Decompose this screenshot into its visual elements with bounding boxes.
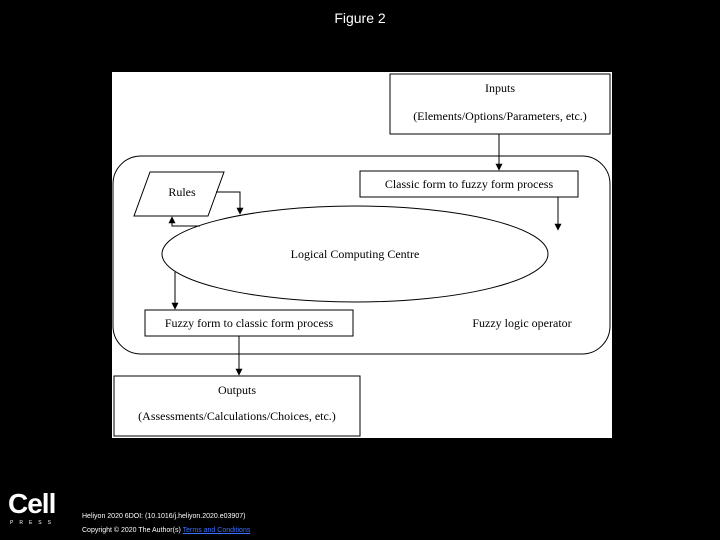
logical-computing-centre	[161, 205, 549, 303]
classic-to-fuzzy-box	[359, 170, 579, 198]
logical-computing-centre-label: Logical Computing Centre	[291, 247, 420, 261]
citation-copyright: Copyright © 2020 The Author(s) Terms and…	[82, 524, 250, 538]
outputs-detail: (Assessments/Calculations/Choices, etc.)	[138, 409, 336, 423]
outputs-title: Outputs	[218, 383, 256, 397]
rules-label: Rules	[168, 185, 196, 199]
fuzzy-to-classic-label: Fuzzy form to classic form process	[165, 316, 334, 330]
logo-sub: PRESS	[10, 520, 57, 526]
diagram-canvas: Inputs (Elements/Options/Parameters, etc…	[112, 73, 611, 437]
slide-title: Figure 2	[334, 10, 386, 26]
citation: Heliyon 2020 6DOI: (10.1016/j.heliyon.20…	[82, 510, 250, 538]
classic-to-fuzzy-label: Classic form to fuzzy form process	[385, 177, 554, 191]
fuzzy-logic-diagram: Inputs (Elements/Options/Parameters, etc…	[112, 72, 612, 438]
rules-shape	[133, 171, 225, 217]
copyright-text: Copyright © 2020 The Author(s)	[82, 527, 181, 534]
inputs-title: Inputs	[485, 81, 515, 95]
logo-word: Cell	[8, 488, 56, 519]
cell-press-logo: Cell PRESS	[8, 488, 64, 528]
citation-doi: Heliyon 2020 6DOI: (10.1016/j.heliyon.20…	[82, 513, 246, 520]
terms-link[interactable]: Terms and Conditions	[182, 527, 251, 534]
arrow-centre-to-rules	[168, 216, 200, 227]
fuzzy-logic-operator-label: Fuzzy logic operator	[472, 316, 571, 330]
fuzzy-system-container	[112, 155, 611, 355]
fuzzy-to-classic-box	[144, 309, 354, 337]
inputs-detail: (Elements/Options/Parameters, etc.)	[413, 109, 587, 123]
inputs-box	[389, 73, 611, 135]
arrow-rules-to-centre	[216, 191, 244, 215]
outputs-box	[113, 375, 361, 437]
